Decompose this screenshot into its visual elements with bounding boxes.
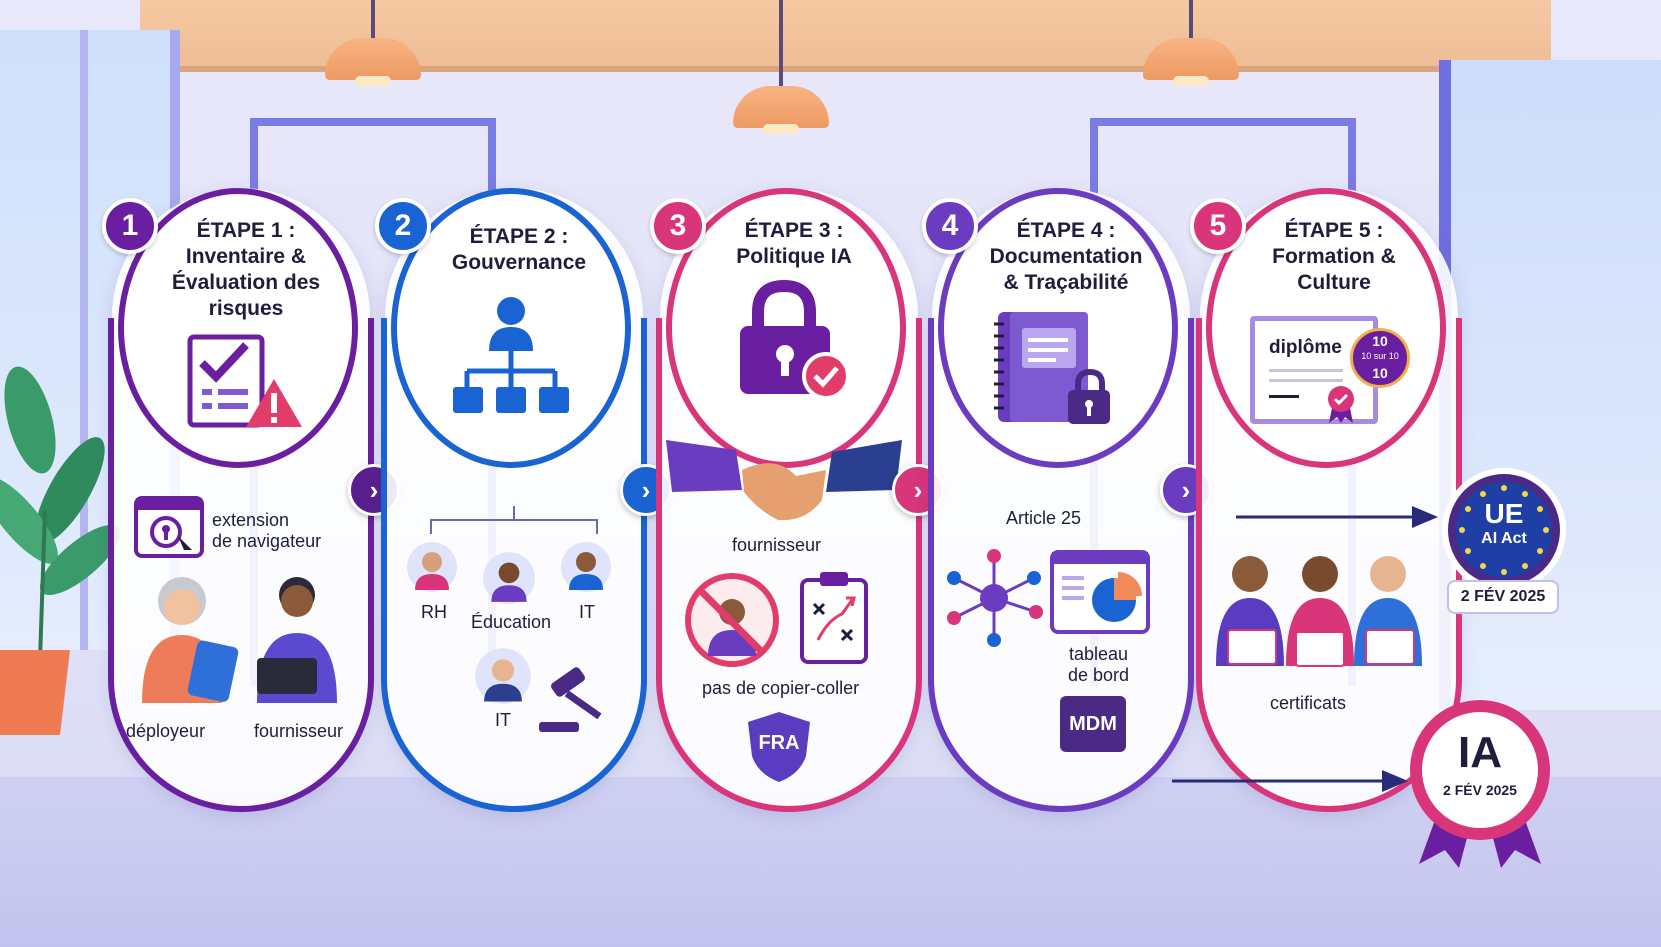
avatar-hr bbox=[407, 542, 457, 592]
label-hr: RH bbox=[421, 602, 447, 622]
step-number-badge: 2 bbox=[375, 198, 431, 254]
lamp-icon bbox=[733, 0, 829, 134]
label-education: Éducation bbox=[471, 612, 552, 632]
fra-label: FRA bbox=[758, 732, 800, 754]
step-2-card: 2 ÉTAPE 2 :Gouvernance RH Éducation IT I… bbox=[375, 188, 647, 812]
step-5-card: 5 ÉTAPE 5 :Formation &Culture diplôme 10… bbox=[1190, 188, 1462, 812]
timeline-arrow bbox=[1236, 506, 1438, 528]
notebook-lock-icon bbox=[994, 312, 1110, 424]
lock-check-icon bbox=[740, 280, 850, 400]
handshake-icon bbox=[666, 440, 902, 521]
score-medal: 10 10 sur 10 10 bbox=[1350, 328, 1410, 388]
step-title: ÉTAPE 2 :Gouvernance bbox=[451, 225, 587, 274]
browser-extension-icon[interactable] bbox=[134, 496, 204, 558]
label-article: Article 25 bbox=[1006, 508, 1082, 528]
network-icon bbox=[947, 549, 1043, 647]
step-title: ÉTAPE 3 :Politique IA bbox=[736, 219, 852, 268]
step-number-badge: 5 bbox=[1190, 198, 1246, 254]
ia-label: IA bbox=[1458, 728, 1502, 777]
dashboard-chart-icon bbox=[1050, 550, 1150, 634]
eu-stars-icon bbox=[1442, 468, 1566, 592]
step-4-card: 4 ÉTAPE 4 :Documentation& Traçabilité Ar… bbox=[922, 188, 1194, 812]
step-title: ÉTAPE 5 :Formation &Culture bbox=[1272, 219, 1396, 294]
eu-ai-act-seal: UE AI Act bbox=[1440, 466, 1568, 594]
people-illustration bbox=[142, 577, 337, 703]
step-title: ÉTAPE 4 :Documentation& Traçabilité bbox=[989, 219, 1143, 294]
timeline-arrow bbox=[1172, 770, 1408, 792]
clipboard-strategy-icon bbox=[800, 572, 868, 664]
no-copy-icon bbox=[685, 573, 779, 667]
checklist-warning-icon bbox=[187, 334, 302, 428]
shield-icon bbox=[748, 712, 810, 782]
avatar-education bbox=[483, 552, 535, 604]
ribbon-icon bbox=[1328, 386, 1354, 423]
label-it-2: IT bbox=[495, 710, 511, 730]
lamp-icon bbox=[1143, 0, 1239, 86]
graduates-illustration bbox=[1216, 556, 1422, 667]
ia-date: 2 FÉV 2025 bbox=[1443, 782, 1517, 798]
label-certificates: certificats bbox=[1270, 693, 1347, 713]
label-it: IT bbox=[579, 602, 595, 622]
org-lines bbox=[430, 506, 598, 534]
eu-seal-date: 2 FÉV 2025 bbox=[1447, 580, 1559, 614]
mdm-badge: MDM bbox=[1060, 696, 1126, 752]
rosette-icon bbox=[1410, 700, 1550, 868]
label-supplier: fournisseur bbox=[254, 721, 344, 741]
label-supplier: fournisseur bbox=[732, 535, 822, 555]
avatar-it-2 bbox=[475, 648, 531, 704]
plant-icon bbox=[0, 366, 120, 735]
org-chart-icon bbox=[453, 297, 569, 413]
step-3-card: 3 ÉTAPE 3 :Politique IA fournisseur pas … bbox=[650, 188, 922, 812]
ia-rosette: IA 2 FÉV 2025 bbox=[1405, 698, 1555, 868]
diploma-label: diplôme bbox=[1269, 337, 1342, 358]
step-number-badge: 1 bbox=[102, 198, 158, 254]
eu-seal-sublabel: AI Act bbox=[1481, 530, 1527, 547]
step-number-badge: 4 bbox=[922, 198, 978, 254]
lamp-icon bbox=[325, 0, 421, 86]
step-number-badge: 3 bbox=[650, 198, 706, 254]
label-deployer: déployeur bbox=[126, 721, 206, 741]
avatar-it bbox=[561, 542, 611, 592]
gavel-icon bbox=[539, 667, 602, 732]
eu-seal-label: UE bbox=[1484, 498, 1524, 529]
label-no-copy-paste: pas de copier-coller bbox=[702, 678, 860, 698]
